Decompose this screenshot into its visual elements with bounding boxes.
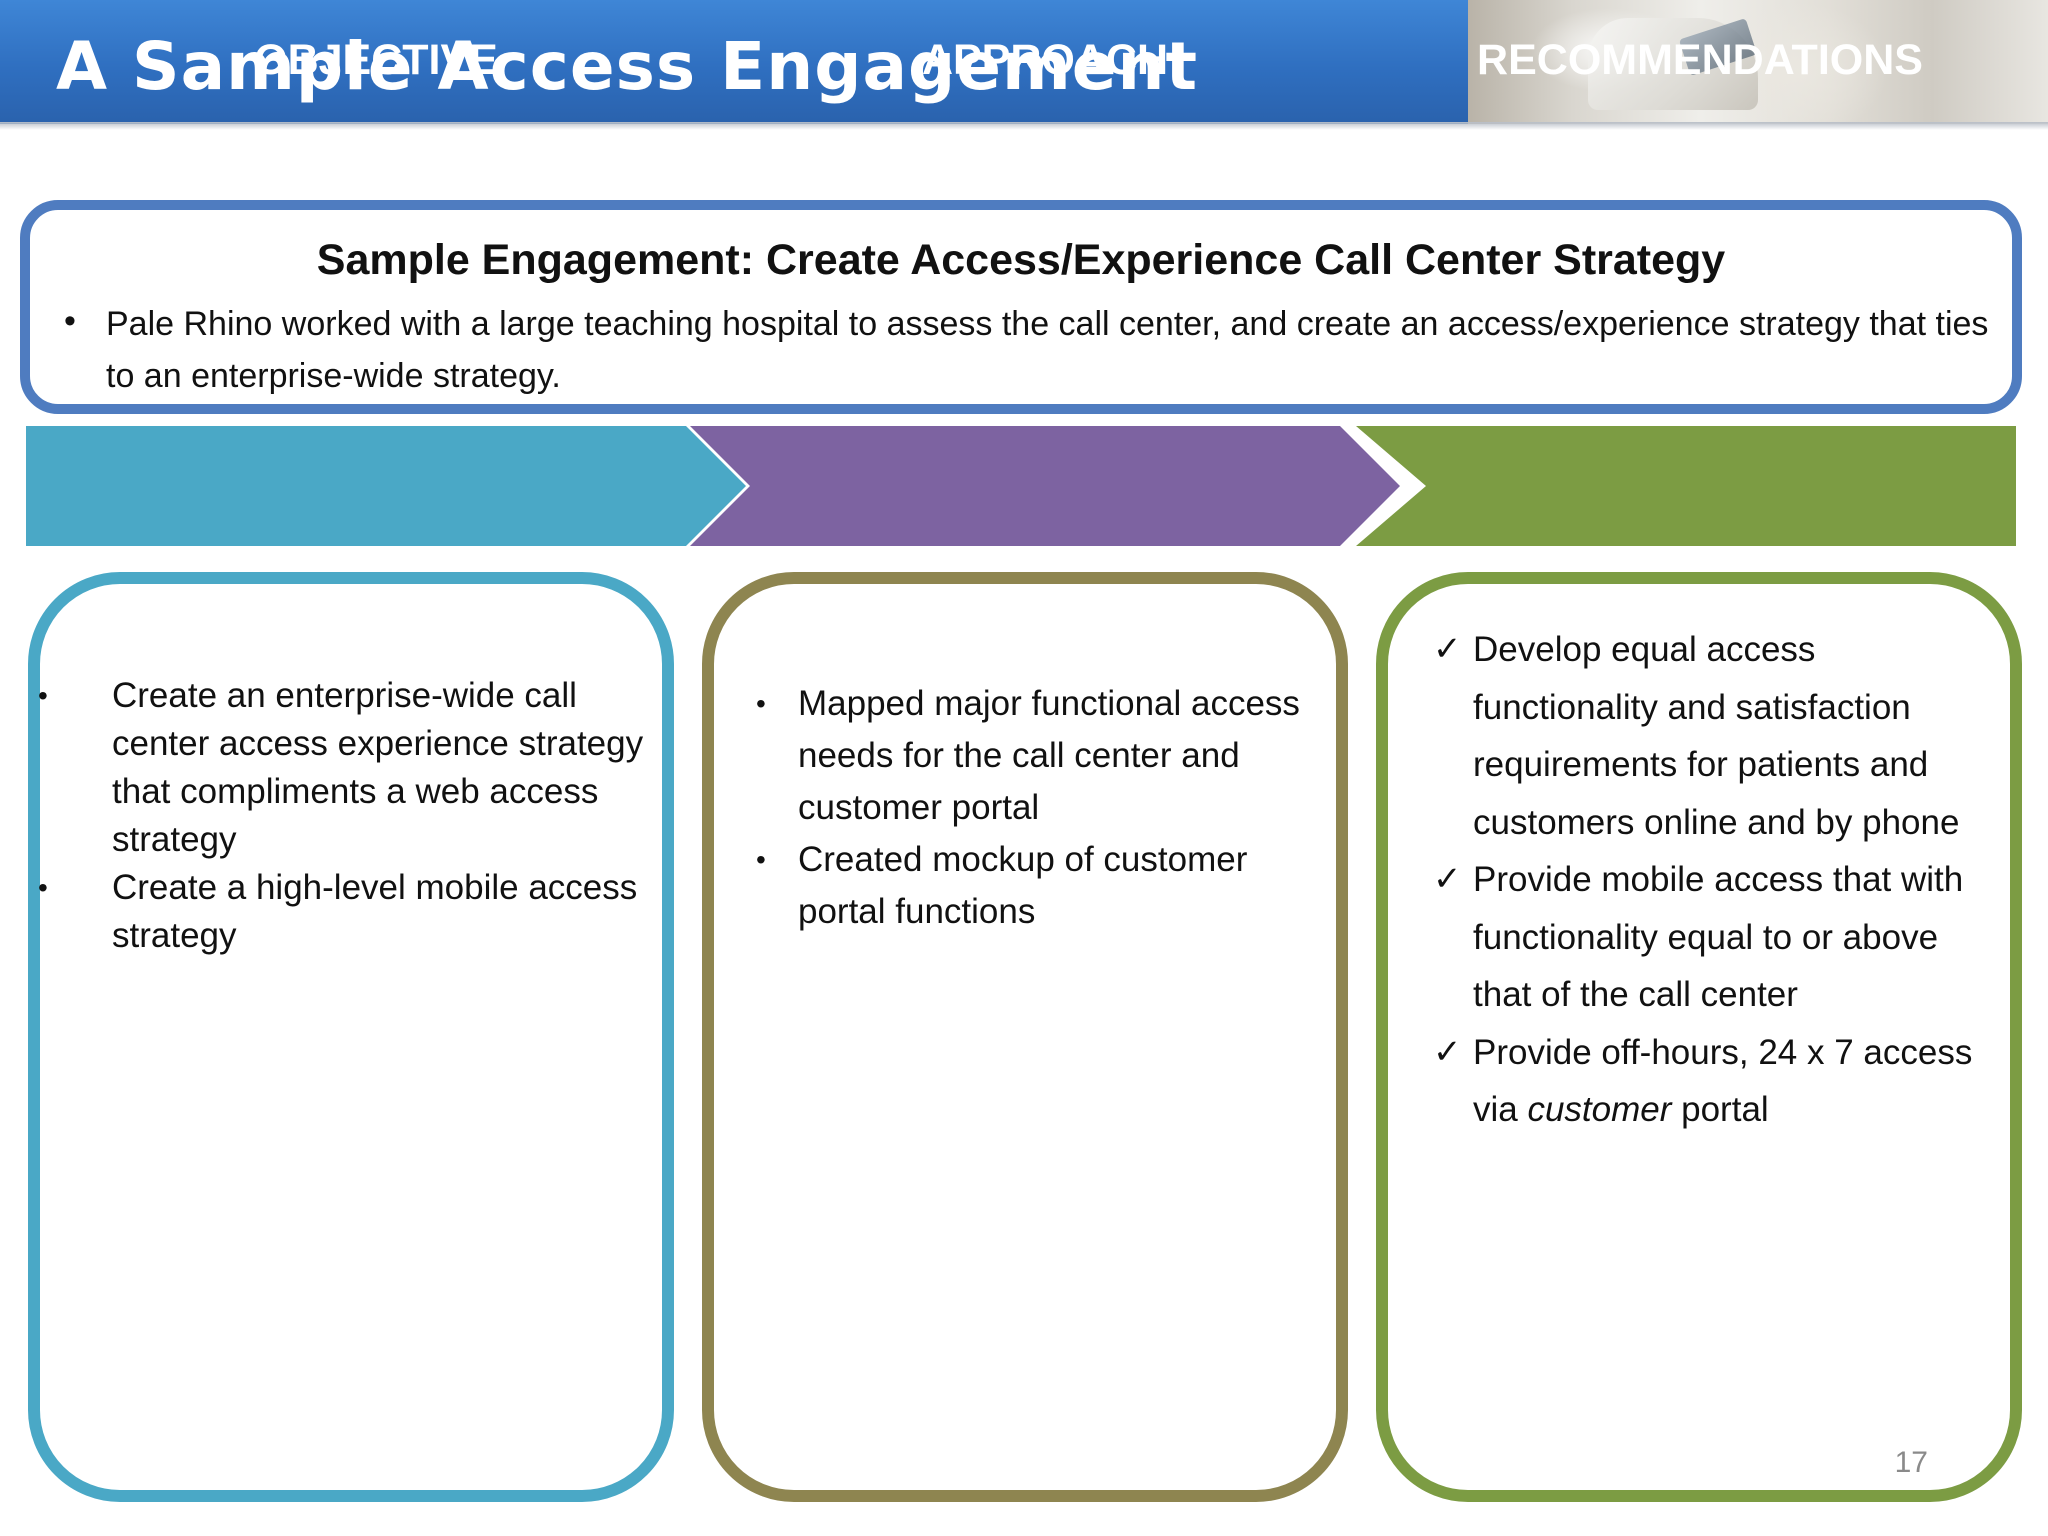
checkmark-icon: ✓ bbox=[1433, 1032, 1462, 1071]
recommendation-item-text: Provide off-hours, 24 x 7 access via cus… bbox=[1473, 1032, 1973, 1130]
approach-item-text: Created mockup of customer portal functi… bbox=[798, 840, 1248, 931]
summary-text: Pale Rhino worked with a large teaching … bbox=[106, 305, 1989, 395]
objective-item-text: Create a high-level mobile access strate… bbox=[112, 868, 638, 955]
recommendations-chevron bbox=[1356, 426, 2016, 546]
checkmark-icon: ✓ bbox=[1433, 630, 1462, 668]
bullet-marker: • bbox=[756, 688, 766, 719]
objective-panel bbox=[28, 572, 674, 1502]
recommendations-list: ✓ Develop equal access functionality and… bbox=[1433, 621, 1993, 1139]
list-item: • Create an enterprise-wide call center … bbox=[38, 672, 652, 864]
approach-panel bbox=[702, 572, 1348, 1502]
title-bar: A Sample Access Engagement bbox=[0, 0, 2048, 124]
title-bar-shadow bbox=[0, 122, 2048, 130]
objective-chevron bbox=[26, 426, 746, 546]
recommendation-item-text: Provide mobile access that with function… bbox=[1473, 860, 1964, 1014]
list-item: • Mapped major functional access needs f… bbox=[756, 678, 1318, 834]
approach-chevron bbox=[690, 426, 1400, 546]
page-number: 17 bbox=[1894, 1446, 1928, 1479]
bullet-marker: • bbox=[38, 872, 48, 903]
header-photo bbox=[1468, 0, 2048, 124]
approach-header: APPROACH bbox=[921, 36, 1169, 84]
list-item: ✓ Provide mobile access that with functi… bbox=[1433, 851, 1993, 1024]
recommendation-item-text: Develop equal access functionality and s… bbox=[1473, 630, 1960, 842]
list-item: • Create a high-level mobile access stra… bbox=[38, 864, 652, 960]
objective-header: OBJECTIVE bbox=[254, 36, 498, 84]
slide-title: A Sample Access Engagement bbox=[56, 28, 1199, 105]
approach-list: • Mapped major functional access needs f… bbox=[756, 678, 1318, 938]
list-item: ✓ Provide off-hours, 24 x 7 access via c… bbox=[1433, 1024, 1993, 1139]
emphasis-text: customer bbox=[1527, 1090, 1672, 1129]
recommendations-panel bbox=[1376, 572, 2022, 1502]
bullet-marker: • bbox=[38, 680, 48, 711]
summary-box: Sample Engagement: Create Access/Experie… bbox=[20, 200, 2022, 414]
summary-title: Sample Engagement: Create Access/Experie… bbox=[316, 236, 1726, 284]
approach-item-text: Mapped major functional access needs for… bbox=[798, 684, 1300, 827]
checkmark-icon: ✓ bbox=[1433, 860, 1462, 898]
objective-item-text: Create an enterprise-wide call center ac… bbox=[112, 676, 644, 859]
objective-list: • Create an enterprise-wide call center … bbox=[38, 672, 652, 960]
recommendations-header: RECOMMENDATIONS bbox=[1477, 36, 1923, 84]
summary-bullet: • bbox=[64, 302, 76, 340]
list-item: ✓ Develop equal access functionality and… bbox=[1433, 621, 1993, 851]
bullet-marker: • bbox=[756, 844, 766, 875]
list-item: • Created mockup of customer portal func… bbox=[756, 834, 1318, 938]
